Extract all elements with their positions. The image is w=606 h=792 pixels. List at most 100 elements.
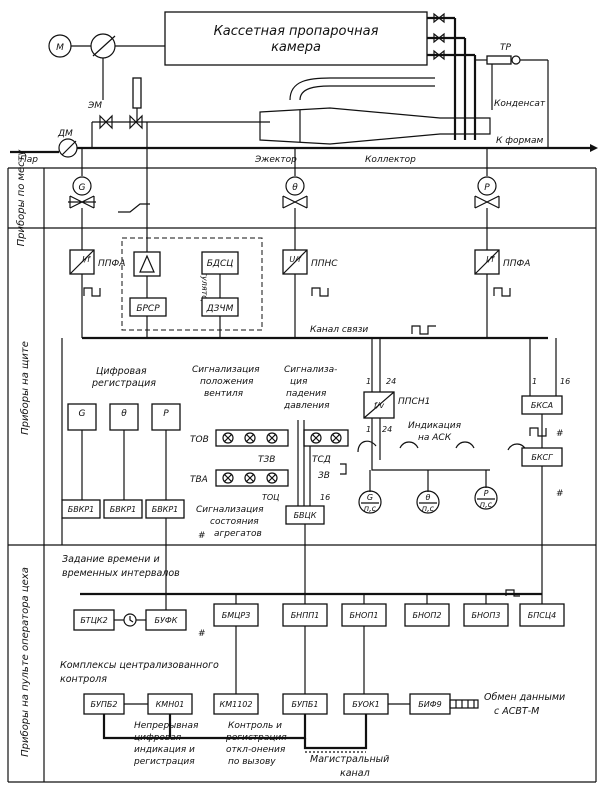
ctrl-1: Контроль и bbox=[228, 721, 282, 731]
gauge-bus bbox=[371, 460, 490, 471]
chamber-valve-1-icon bbox=[433, 12, 445, 24]
agg-sig-3: агрегатов bbox=[214, 529, 262, 539]
arc-3 bbox=[455, 441, 475, 449]
regulator-frame bbox=[121, 237, 263, 331]
ppfa2-label: ППФА bbox=[503, 259, 530, 269]
n24b-label: 24 bbox=[382, 425, 392, 434]
ask-label-2: на АСК bbox=[418, 433, 452, 443]
chamber-return-pipe bbox=[289, 77, 435, 101]
bmcrz-label: БМЦРЗ bbox=[222, 611, 251, 620]
n1c-label: 1 bbox=[532, 377, 537, 386]
chamber-box bbox=[164, 11, 428, 66]
brsr-label: БРСР bbox=[136, 304, 160, 314]
bvkr1-c-label: БВКР1 bbox=[152, 505, 179, 514]
svg-text:п,с: п,с bbox=[422, 504, 435, 513]
ppnc-slash bbox=[282, 249, 308, 275]
bnop-pulse-icon bbox=[505, 589, 520, 597]
exchange-2: с АСВТ-М bbox=[494, 706, 539, 717]
exchange-1: Обмен данными bbox=[484, 692, 565, 703]
lamp-row-pressure bbox=[303, 429, 349, 447]
gauge-g: G п,с bbox=[358, 470, 382, 514]
chamber-label-2: камера bbox=[271, 40, 321, 55]
ask-label-1: Индикация bbox=[408, 421, 462, 431]
bnop3-label: БНОП3 bbox=[472, 611, 501, 620]
steam-label: Пар bbox=[20, 155, 38, 165]
sensor-g: G bbox=[68, 148, 96, 209]
gauge-theta: θ п,с bbox=[416, 470, 440, 514]
bnop2-label: БНОП2 bbox=[413, 611, 442, 620]
pressure-sig-4: давления bbox=[283, 401, 330, 411]
zv-label: ЗВ bbox=[318, 471, 330, 481]
tzv-label: ТЗВ bbox=[258, 455, 275, 465]
indicator-theta bbox=[109, 403, 139, 431]
digital-reg-label-1: Цифровая bbox=[96, 366, 147, 377]
chamber-valve-3-icon bbox=[433, 49, 445, 61]
bnop1-label: БНОП1 bbox=[350, 611, 379, 620]
cont-4: регистрация bbox=[133, 757, 195, 767]
svg-text:п,с: п,с bbox=[364, 504, 377, 513]
svg-text:θ: θ bbox=[292, 183, 298, 193]
tr-node bbox=[511, 55, 521, 65]
kmn01-label: КМН01 bbox=[156, 700, 185, 709]
n1a-label: 1 bbox=[366, 377, 371, 386]
dzchm-label: ДЗЧМ bbox=[206, 304, 234, 314]
ppnc-label: ППНС bbox=[311, 259, 338, 269]
ppsn1-label: ППСН1 bbox=[398, 397, 430, 407]
bpsc4-label: БПСЦ4 bbox=[528, 611, 556, 620]
hash-mark-1: # bbox=[198, 531, 206, 541]
gauge-p: P п,с bbox=[474, 470, 498, 510]
section-console-label: Приборы на пульте оператора цеха bbox=[19, 567, 31, 757]
n16b-label: 16 bbox=[560, 377, 570, 386]
indicator-g bbox=[67, 403, 97, 431]
valve-sig-2: положения bbox=[200, 377, 254, 387]
ppfa2-pulse-icon bbox=[493, 287, 511, 297]
km1102-label: КМ1102 bbox=[220, 700, 253, 709]
ctrl-3: откл-онения bbox=[226, 745, 286, 755]
regulator-label: Регулятор bbox=[200, 262, 209, 305]
bvkr1-a bbox=[61, 499, 101, 519]
bksg-label: БКСГ bbox=[531, 453, 553, 462]
cont-3: индикация и bbox=[134, 745, 195, 755]
n16a-label: 16 bbox=[320, 493, 330, 502]
ppfa2-slash bbox=[474, 249, 500, 275]
to-forms-label: К формам bbox=[496, 136, 543, 146]
lamp-row-bottom bbox=[215, 469, 289, 487]
ctrl-2: регистрация bbox=[225, 733, 287, 743]
cont-2: цифровая bbox=[134, 733, 182, 743]
bksa-label: БКСА bbox=[531, 401, 553, 410]
bvkr1-c bbox=[145, 499, 185, 519]
ppfa2-if: I/f bbox=[486, 255, 495, 264]
tr-label: ТР bbox=[500, 43, 511, 53]
dm-gauge-icon bbox=[58, 138, 78, 158]
regulator-amp-icon bbox=[139, 254, 155, 273]
pressure-sig-2: ция bbox=[290, 377, 308, 387]
ppsn1-fv: f/v bbox=[374, 401, 385, 410]
indicator-p-label: P bbox=[163, 409, 169, 419]
exchange-connector-icon bbox=[449, 699, 479, 709]
lamp-row-top bbox=[215, 429, 289, 447]
agg-sig-2: состояния bbox=[210, 517, 259, 527]
section-local-label: Приборы по месту bbox=[15, 149, 27, 247]
pump-arrow bbox=[92, 35, 116, 57]
n24a-label: 24 bbox=[386, 377, 396, 386]
svg-text:P: P bbox=[484, 183, 490, 193]
valve-2-icon bbox=[129, 114, 143, 130]
bvck-label: БВЦК bbox=[294, 511, 317, 520]
hash-mark-4: # bbox=[198, 629, 206, 639]
clock-hands bbox=[129, 616, 134, 623]
svg-text:θ: θ bbox=[426, 493, 431, 502]
hash-mark-3: # bbox=[556, 489, 564, 499]
bvkr1-b-label: БВКР1 bbox=[110, 505, 137, 514]
ppsn1-slash bbox=[363, 391, 395, 419]
tva-label: ТВА bbox=[190, 475, 208, 485]
trunk-right bbox=[303, 714, 368, 750]
bupb2-label: БУПБ2 bbox=[91, 700, 118, 709]
pressure-sig-3: падения bbox=[286, 389, 327, 399]
mainline-1: Магистральный bbox=[310, 754, 389, 765]
hash-mark-2: # bbox=[556, 429, 564, 439]
condensate-label: Конденсат bbox=[494, 99, 546, 109]
bvkr1-a-label: БВКР1 bbox=[68, 505, 95, 514]
arc-1 bbox=[357, 440, 377, 453]
buok1-label: БУОК1 bbox=[352, 700, 379, 709]
valve-1-icon bbox=[99, 114, 113, 130]
